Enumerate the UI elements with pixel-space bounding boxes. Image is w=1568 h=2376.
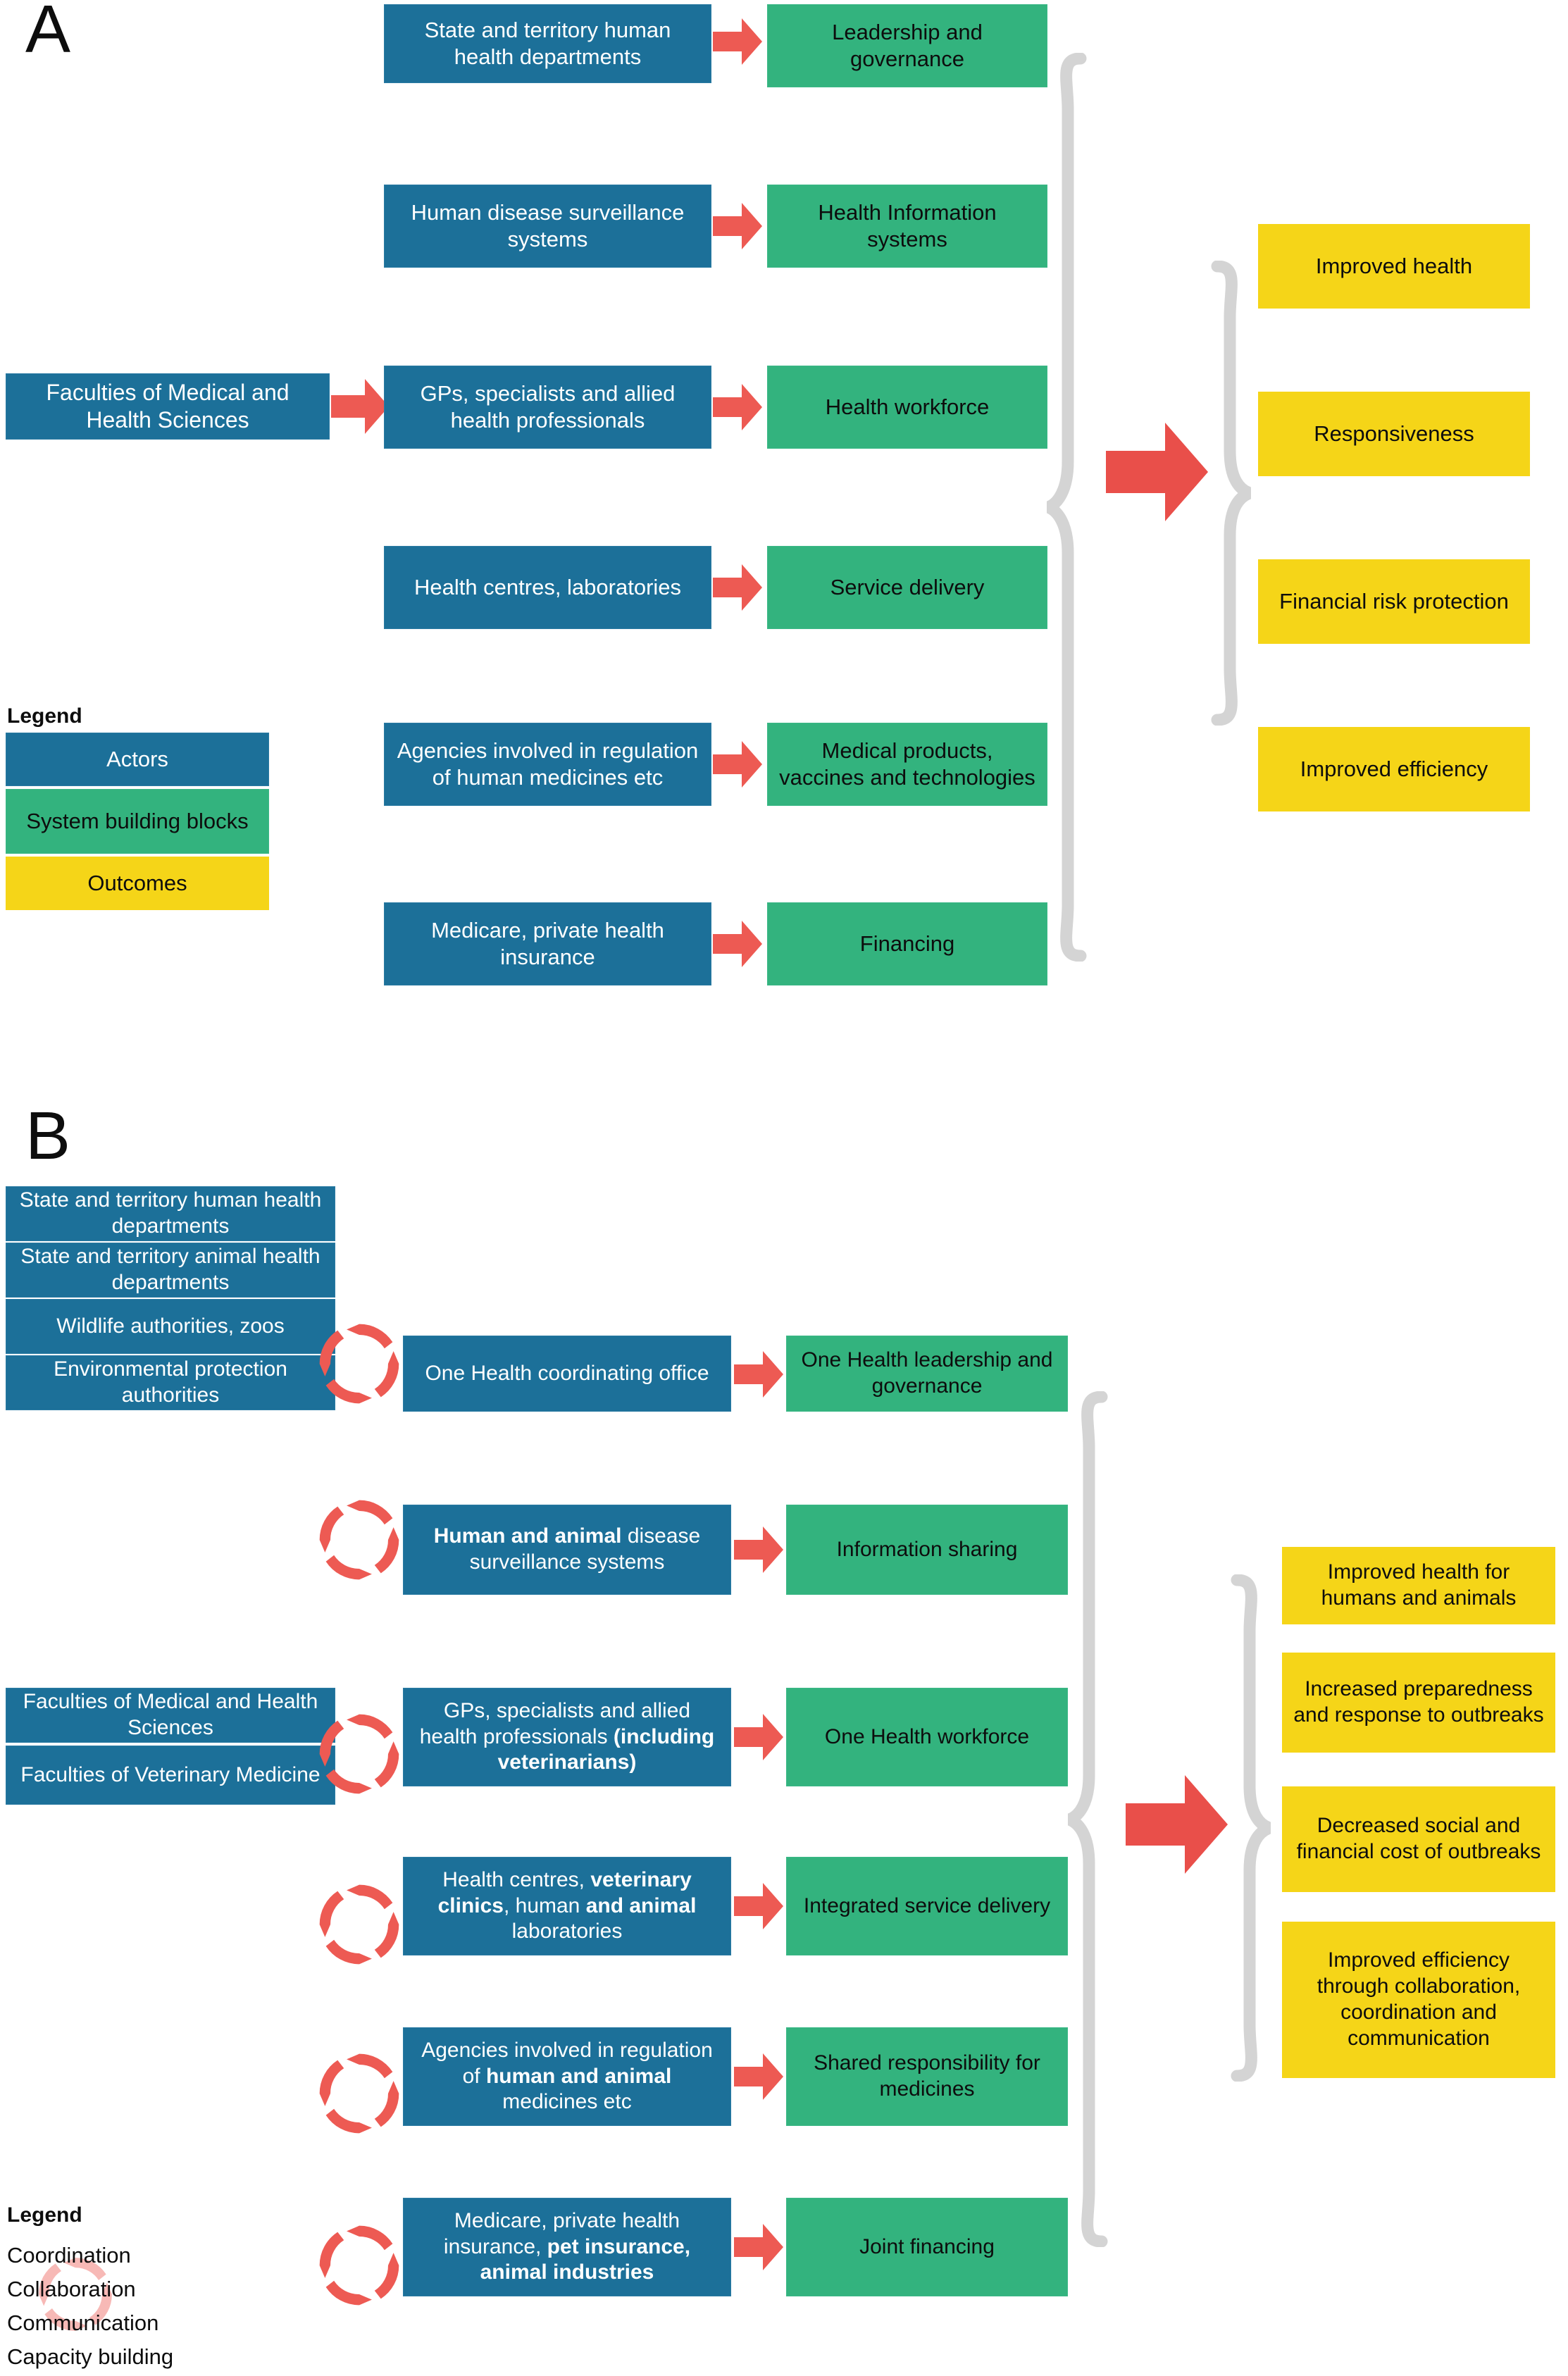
cycle-arrows-icon (314, 1319, 404, 1409)
arrow-right-icon (713, 741, 762, 788)
panel-a-legend-swatch-outcomes: Outcomes (6, 857, 269, 910)
brace-left-icon (1047, 53, 1088, 962)
panel-b-block-3: One Health workforce (786, 1688, 1068, 1786)
panel-a-block-2: Health Information systems (767, 185, 1047, 268)
cycle-arrows-icon (314, 1879, 404, 1970)
arrow-right-icon (734, 1351, 783, 1398)
panel-b-outcome-3: Decreased social and financial cost of o… (1282, 1786, 1555, 1892)
panel-b-actor-left-4: Environmental protection authorities (6, 1355, 335, 1410)
panel-a-block-5: Medical products, vaccines and technolog… (767, 723, 1047, 806)
cycle-arrows-icon (314, 1495, 404, 1585)
arrow-right-icon (734, 2224, 783, 2270)
panel-a-block-6: Financing (767, 902, 1047, 985)
panel-b-actor-1: One Health coordinating office (403, 1336, 731, 1412)
panel-b-actor-5: Agencies involved in regulation of human… (403, 2027, 731, 2126)
panel-a-outcome-1: Improved health (1258, 224, 1530, 309)
panel-a-outcome-3: Financial risk protection (1258, 559, 1530, 644)
arrow-right-icon (734, 1883, 783, 1929)
arrow-right-icon (734, 2053, 783, 2100)
arrow-right-icon (713, 18, 762, 65)
brace-left-icon (1068, 1391, 1109, 2247)
panel-b-actor-left-6: Faculties of Veterinary Medicine (6, 1746, 335, 1805)
panel-a-block-4: Service delivery (767, 546, 1047, 629)
panel-a-outcome-2: Responsiveness (1258, 392, 1530, 476)
cycle-arrows-icon (34, 2253, 117, 2336)
panel-b-block-5: Shared responsibility for medicines (786, 2027, 1068, 2126)
panel-a-legend-swatch-actors: Actors (6, 733, 269, 786)
arrow-right-big-icon (1106, 423, 1208, 521)
panel-a-actor-1: State and territory human health departm… (384, 4, 711, 83)
panel-b-block-6: Joint financing (786, 2198, 1068, 2296)
arrow-right-big-icon (1126, 1775, 1228, 1874)
arrow-right-icon (713, 564, 762, 611)
arrow-right-icon (734, 1714, 783, 1760)
arrow-right-icon (713, 203, 762, 249)
panel-a-block-3: Health workforce (767, 366, 1047, 449)
brace-right-icon (1210, 261, 1251, 726)
arrow-right-icon (713, 921, 762, 967)
panel-b-actor-left-3: Wildlife authorities, zoos (6, 1299, 335, 1354)
panel-b-actor-left-5: Faculties of Medical and Health Sciences (6, 1688, 335, 1743)
arrow-right-icon (734, 1526, 783, 1573)
panel-b-legend-item-collaboration: Collaboration (7, 2277, 136, 2301)
panel-b-actor-left-2: State and territory animal health depart… (6, 1243, 335, 1298)
panel-b-block-1: One Health leadership and governance (786, 1336, 1068, 1412)
panel-b-block-4: Integrated service delivery (786, 1857, 1068, 1955)
panel-b-block-2: Information sharing (786, 1505, 1068, 1595)
panel-a-actor-faculties-medical-health: Faculties of Medical and Health Sciences (6, 373, 330, 440)
cycle-arrows-icon (314, 2048, 404, 2139)
cycle-arrows-icon (314, 1709, 404, 1799)
arrow-right-icon (331, 379, 389, 434)
panel-b-actor-left-1: State and territory human health departm… (6, 1186, 335, 1241)
panel-b-outcome-4: Improved efficiency through collaboratio… (1282, 1922, 1555, 2078)
panel-a-actor-4: Health centres, laboratories (384, 546, 711, 629)
panel-b-outcome-2: Increased preparedness and response to o… (1282, 1653, 1555, 1753)
panel-a-legend-swatch-building-blocks: System building blocks (6, 789, 269, 854)
arrow-right-icon (713, 384, 762, 430)
panel-a-actor-6: Medicare, private health insurance (384, 902, 711, 985)
panel-a-letter: A (25, 0, 71, 67)
panel-b-legend-title: Legend (7, 2203, 82, 2227)
panel-a-actor-5: Agencies involved in regulation of human… (384, 723, 711, 806)
brace-right-icon (1230, 1574, 1271, 2082)
panel-b-actor-6: Medicare, private health insurance, pet … (403, 2198, 731, 2296)
panel-b-legend-item-communication: Communication (7, 2310, 159, 2335)
panel-b-actor-2: Human and animal disease surveillance sy… (403, 1505, 731, 1595)
panel-b-letter: B (25, 1098, 71, 1174)
panel-b-actor-4: Health centres, veterinary clinics, huma… (403, 1857, 731, 1955)
panel-a-actor-3: GPs, specialists and allied health profe… (384, 366, 711, 449)
panel-b-legend-item-coordination: Coordination (7, 2243, 131, 2268)
panel-a-actor-2: Human disease surveillance systems (384, 185, 711, 268)
cycle-arrows-icon (314, 2220, 404, 2310)
panel-a-legend-title: Legend (7, 704, 82, 728)
panel-a-block-1: Leadership and governance (767, 4, 1047, 87)
panel-b-actor-3: GPs, specialists and allied health profe… (403, 1688, 731, 1786)
panel-b-outcome-1: Improved health for humans and animals (1282, 1547, 1555, 1624)
panel-b-legend-item-capacity-building: Capacity building (7, 2344, 174, 2369)
panel-a-outcome-4: Improved efficiency (1258, 727, 1530, 811)
